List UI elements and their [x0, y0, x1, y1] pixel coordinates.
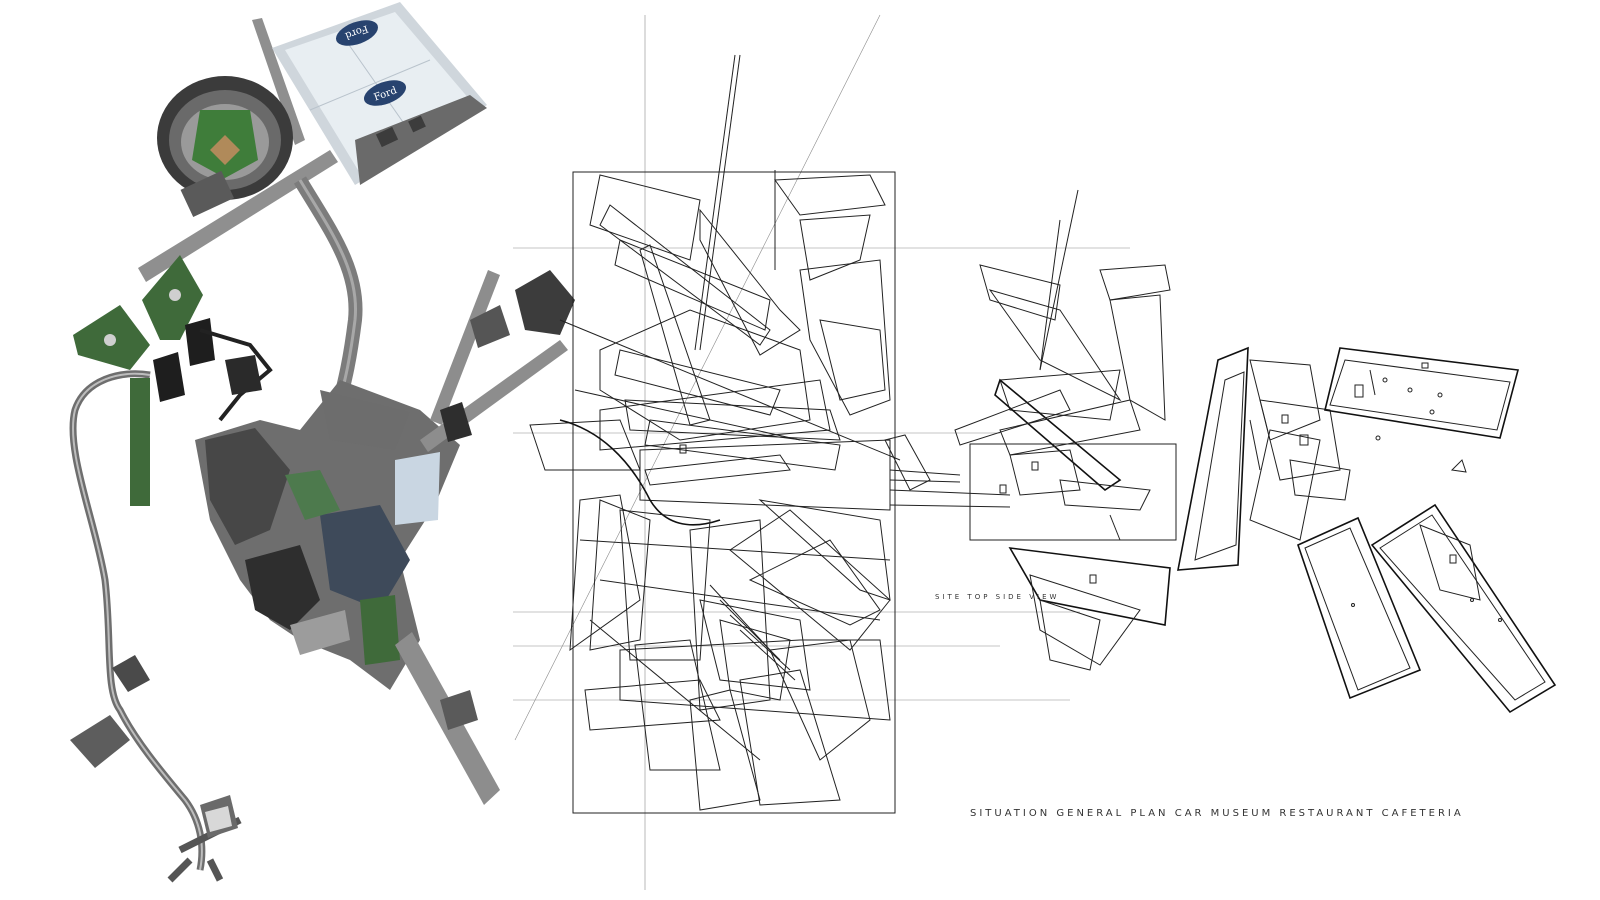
downtown-blocks — [205, 428, 290, 545]
side-view-frame — [969, 443, 1177, 541]
dark-tower-2 — [185, 318, 215, 366]
north-road — [252, 18, 305, 145]
construction-guides — [513, 14, 1130, 890]
park-strip — [130, 378, 150, 506]
bridge-connector — [884, 434, 1011, 508]
building-components — [1177, 346, 1557, 714]
ne-block — [515, 270, 575, 335]
site-top-side-view: SITE TOP SIDE VIEW — [935, 189, 1177, 671]
ford-logo — [335, 20, 379, 46]
green-landmark — [285, 470, 340, 520]
ne-road — [430, 270, 500, 425]
site-view-label: SITE TOP SIDE VIEW — [935, 593, 1059, 601]
aerial-site-map: Ford Ford — [69, 2, 575, 883]
arena-roof — [395, 452, 440, 525]
baseball-stadium — [157, 76, 293, 218]
ford-building: Ford Ford — [272, 2, 487, 185]
sheet-caption: SITUATION GENERAL PLAN CAR MUSEUM RESTAU… — [970, 808, 1464, 819]
ford-logo-2 — [363, 80, 407, 106]
site-plan-drawing — [529, 54, 901, 814]
plan-frame — [572, 171, 896, 814]
stadium-avenue — [138, 150, 338, 282]
mid-west-block — [112, 655, 150, 692]
south-block — [70, 715, 130, 768]
dark-tower — [153, 352, 185, 402]
